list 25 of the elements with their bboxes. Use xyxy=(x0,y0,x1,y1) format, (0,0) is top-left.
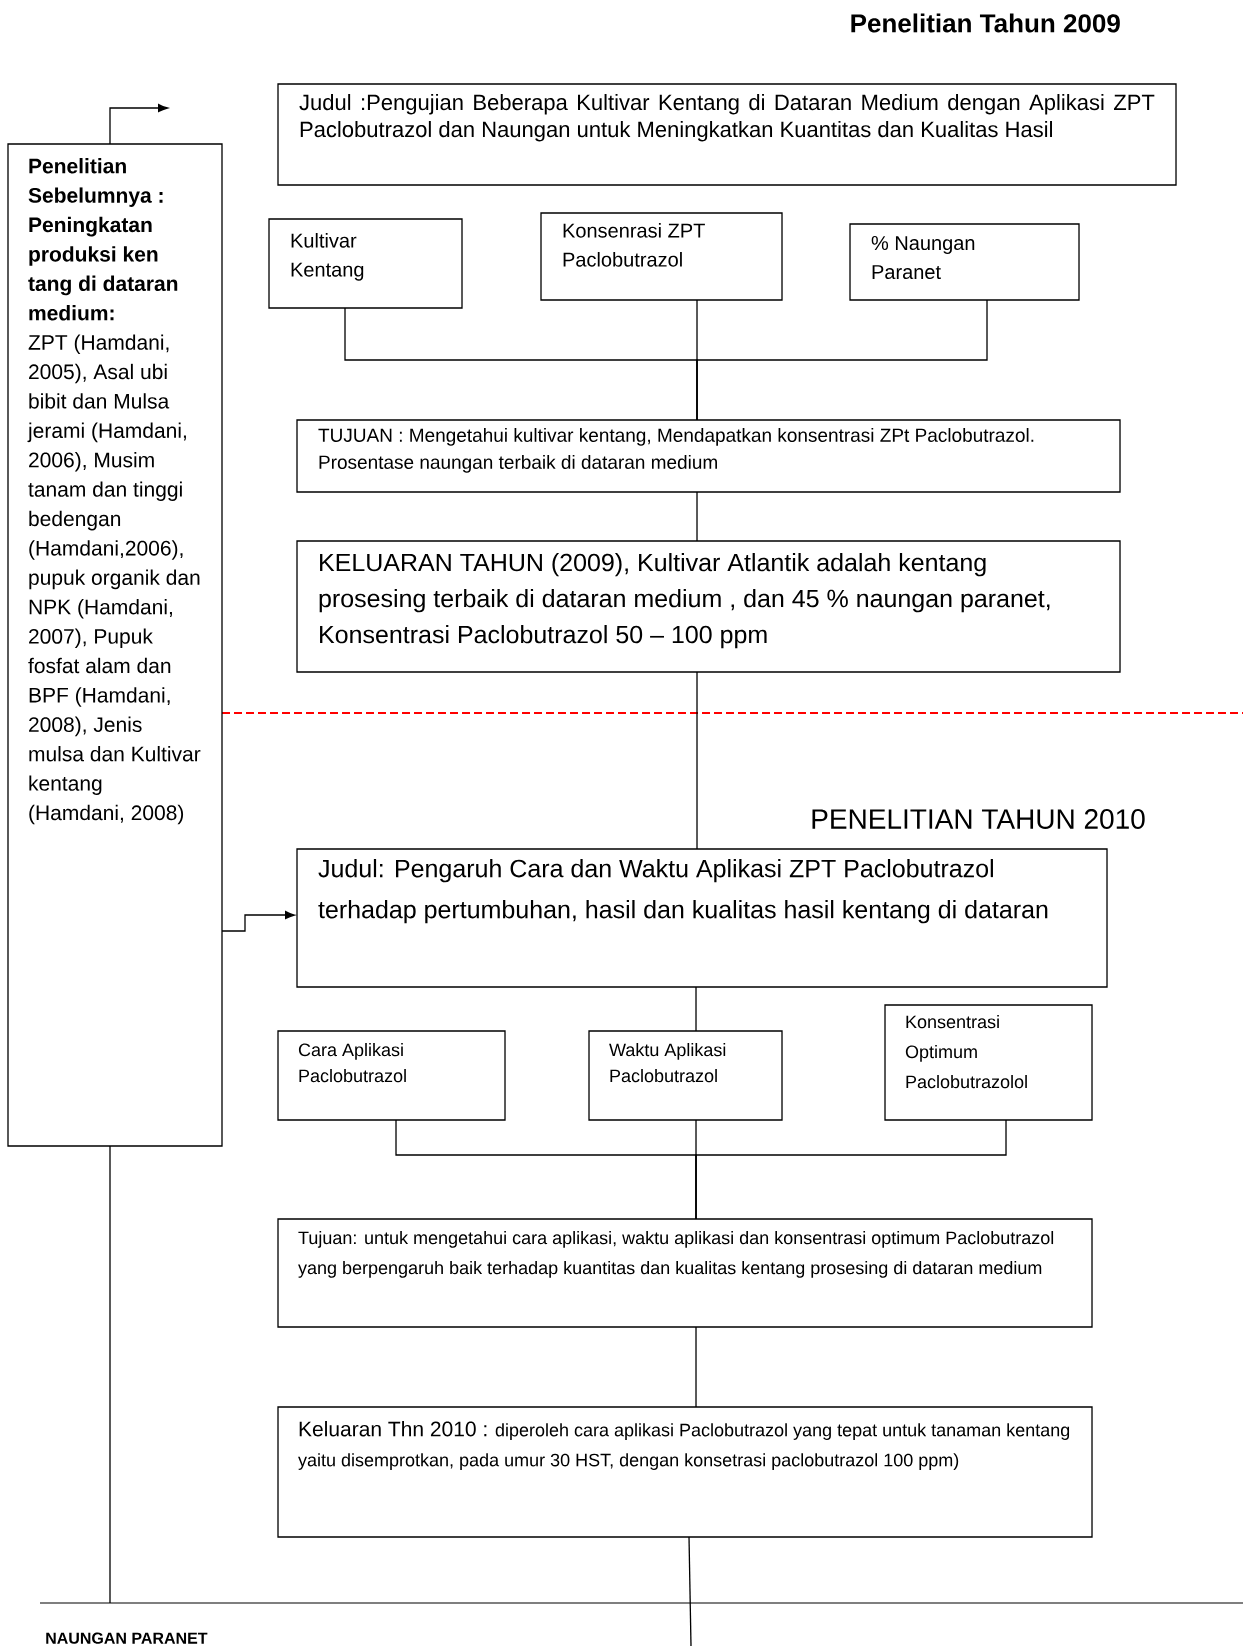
connector-line xyxy=(695,986,697,1032)
text-box: Judul: Pengaruh Cara dan Waktu Aplikasi ZPT Paclobutrazol terhadap pertumbuhan, hasil dan kualitas hasil kentang di dataran xyxy=(296,848,1108,988)
text-box: % Naungan Paranet xyxy=(849,223,1080,301)
text-box: Judul :Pengujian Beberapa Kultivar Kentang di Dataran Medium dengan Aplikasi ZPT Paclobutrazol dan Naungan untuk Meningkatkan Kuantitas dan Kualitas Hasil xyxy=(277,83,1177,186)
text-box: Penelitian Sebelumnya : Peningkatan produksi ken tang di dataran medium: ZPT (Hamdani, 2005), Asal ubi bibit dan Mulsa jerami (Hamdani, 2006), Musim tanam dan tinggi bedengan (Hamdani,2006), pupuk organik dan NPK (Hamdani, 2007), Pupuk fosfat alam dan BPF (Hamdani, 2008), Jenis mulsa dan Kultivar kentang (Hamdani, 2008) xyxy=(7,143,223,1147)
text-box: Tujuan: untuk mengetahui cara aplikasi, waktu aplikasi dan konsentrasi optimum Paclobutrazol yang berpengaruh baik terhadap kuantitas dan kualitas kentang prosesing di dataran medium xyxy=(277,1218,1093,1328)
connector-line xyxy=(109,1145,111,1604)
connector-line xyxy=(695,1119,1007,1220)
section-heading: NAUNGAN PARANET xyxy=(46,1632,208,1644)
connector-line xyxy=(696,671,698,850)
text-box: Konsenrasi ZPT Paclobutrazol xyxy=(540,212,783,301)
text-box: KELUARAN TAHUN (2009), Kultivar Atlantik adalah kentang prosesing terbaik di dataran medium , dan 45 % naungan paranet, Konsentrasi Paclobutrazol 50 – 100 ppm xyxy=(296,540,1121,673)
connector-line xyxy=(688,1536,692,1646)
connector-line xyxy=(696,299,988,421)
title: Penelitian Tahun 2009 xyxy=(851,13,1120,33)
text-box: Cara Aplikasi Paclobutrazol xyxy=(277,1030,506,1121)
text-box: TUJUAN : Mengetahui kultivar kentang, Mendapatkan konsentrasi ZPt Paclobutrazol. Prosentase naungan terbaik di dataran medium xyxy=(296,419,1121,493)
text-box: Konsentrasi Optimum Paclobutrazolol xyxy=(884,1004,1093,1121)
text-box: Kultivar Kentang xyxy=(268,218,463,309)
arrow xyxy=(221,911,295,932)
connector-line xyxy=(696,491,698,542)
text-box: Waktu Aplikasi Paclobutrazol xyxy=(588,1030,783,1121)
connector-line xyxy=(695,1326,697,1408)
arrow xyxy=(109,104,168,145)
text-box: Keluaran Thn 2010 : diperoleh cara aplikasi Paclobutrazol yang tepat untuk tanaman kentang yaitu disemprotkan, pada umur 30 HST, dengan konsetrasi paclobutrazol 100 ppm) xyxy=(277,1406,1093,1538)
